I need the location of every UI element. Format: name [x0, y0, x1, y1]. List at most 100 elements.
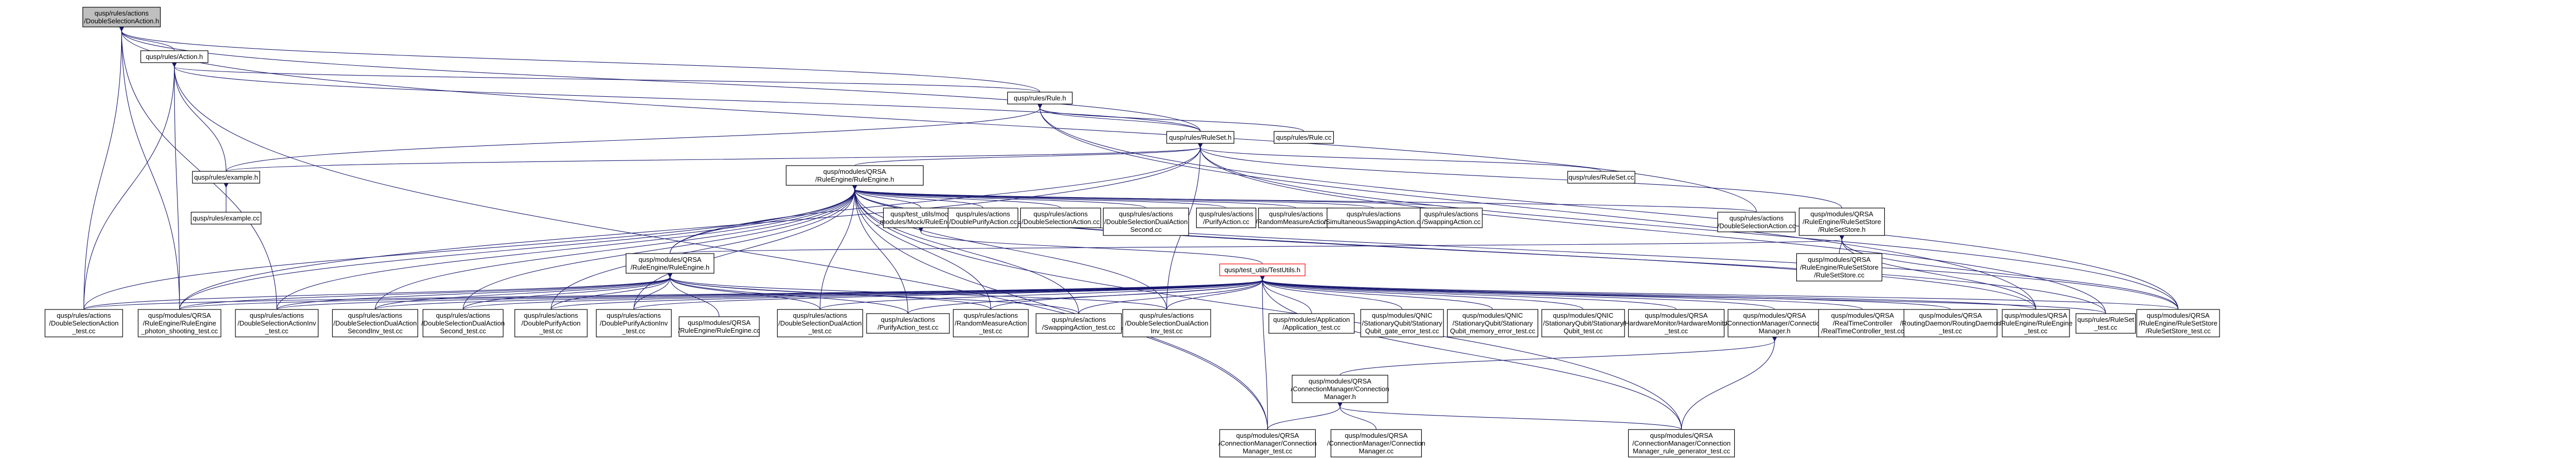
node-n7[interactable]: qusp/modules/QRSA/RuleEngine/RuleEngine.…: [785, 165, 924, 186]
node-label: qusp/modules/QRSA: [148, 312, 211, 319]
node-label: qusp/rules/actions: [1199, 210, 1254, 218]
node-n33[interactable]: qusp/rules/actions/SwappingAction_test.c…: [1035, 313, 1122, 334]
node-label: /DoublePurifyAction: [522, 319, 580, 327]
node-box: [1268, 313, 1355, 334]
edge-n0-n1: [122, 31, 175, 51]
node-n45[interactable]: qusp/modules/QRSA/RuleEngine/RuleSetStor…: [2136, 309, 2220, 337]
node-n29[interactable]: qusp/modules/QRSA/RuleEngine/RuleEngine.…: [678, 316, 761, 337]
edge-n7-n12: [855, 189, 1146, 209]
node-n13[interactable]: qusp/rules/actions/PurifyAction.cc: [1196, 208, 1257, 228]
node-box: [235, 309, 319, 337]
node-n20[interactable]: qusp/modules/QRSA/RuleEngine/RuleEngine.…: [626, 253, 714, 274]
node-label: qusp/test_utils/mock: [890, 210, 951, 218]
node-label: qusp/rules/actions: [57, 312, 111, 319]
edge-n21-n37: [1262, 280, 1493, 310]
edge-n0-n22: [83, 31, 122, 310]
node-n27[interactable]: qusp/rules/actions/DoublePurifyAction_te…: [514, 309, 588, 337]
node-label: qusp/rules/actions: [1424, 210, 1479, 218]
node-label: qusp/rules/actions: [1730, 214, 1784, 222]
node-n40[interactable]: qusp/modules/QRSA/ConnectionManager/Conn…: [1725, 309, 1824, 337]
node-n4[interactable]: qusp/rules/Rule.cc: [1273, 131, 1334, 144]
edge-n20-n26: [463, 277, 670, 310]
edge-n21-n40: [1262, 280, 1775, 310]
node-n18[interactable]: qusp/modules/QRSA/RuleEngine/RuleSetStor…: [1798, 208, 1885, 236]
node-box: [1327, 208, 1421, 228]
node-label: _test.cc: [979, 327, 1003, 335]
node-label: /StationaryQubit/Stationary: [1543, 319, 1624, 327]
node-label: /RuleSetStore_test.cc: [2146, 327, 2211, 335]
node-n3[interactable]: qusp/rules/RuleSet.h: [1166, 131, 1234, 144]
node-label: qusp/modules/QRSA: [1810, 210, 1873, 218]
node-n9[interactable]: qusp/test_utils/mock_modules/Mock/RuleEn…: [876, 208, 966, 228]
node-label: /RuleEngine/RuleSetStore: [2139, 319, 2217, 327]
node-n26[interactable]: qusp/rules/actions/DoubleSelectionDualAc…: [421, 309, 505, 337]
node-label: Manager.h: [1759, 327, 1790, 335]
node-n24[interactable]: qusp/rules/actions/DoubleSelectionAction…: [235, 309, 319, 337]
edge-n21-n41: [1262, 280, 1863, 310]
node-label: /RuleEngine/RuleEngine.h: [815, 175, 895, 183]
node-label: /ConnectionManager/Connection: [1632, 439, 1731, 447]
node-n11[interactable]: qusp/rules/actions/DoubleSelectionAction…: [1020, 208, 1101, 228]
node-n30[interactable]: qusp/rules/actions/DoubleSelectionDualAc…: [777, 309, 863, 337]
node-n38[interactable]: qusp/modules/QNIC/StationaryQubit/Statio…: [1541, 309, 1625, 337]
node-label: /ConnectionManager/Connection: [1291, 385, 1389, 393]
node-label: /DoubleSelectionAction.cc: [1021, 218, 1100, 226]
node-n5[interactable]: qusp/rules/example.h: [192, 171, 260, 184]
node-n41[interactable]: qusp/modules/QRSA/RealTimeController/Rea…: [1818, 309, 1907, 337]
node-box: [1798, 208, 1885, 236]
node-n17[interactable]: qusp/rules/actions/DoubleSelectionAction…: [1717, 212, 1796, 232]
node-n0[interactable]: qusp/rules/actions/DoubleSelectionAction…: [82, 7, 161, 27]
node-n22[interactable]: qusp/rules/actions/DoubleSelectionAction…: [44, 309, 123, 337]
node-n47[interactable]: qusp/modules/QRSA/ConnectionManager/Conn…: [1218, 429, 1317, 457]
node-label: /DoubleSelectionAction.h: [84, 17, 159, 25]
edge-n7-n9: [855, 189, 921, 209]
node-box: [883, 208, 959, 228]
node-n1[interactable]: qusp/rules/Action.h: [140, 50, 209, 63]
node-label: /RandomMeasureAction.cc: [1256, 218, 1337, 226]
node-n6[interactable]: qusp/rules/example.cc: [190, 212, 262, 225]
node-n36[interactable]: qusp/modules/QNIC/StationaryQubit/Statio…: [1360, 309, 1444, 337]
node-n48[interactable]: qusp/modules/QRSA/ConnectionManager/Conn…: [1327, 429, 1425, 457]
node-n34[interactable]: qusp/rules/actions/DoubleSelectionDualAc…: [1122, 309, 1211, 337]
node-label: /RuleEngine/RuleSetStore: [1800, 263, 1879, 271]
node-n2[interactable]: qusp/rules/Rule.h: [1007, 92, 1073, 105]
node-n23[interactable]: qusp/modules/QRSA/RuleEngine/RuleEngine_…: [138, 309, 221, 337]
edge-n21-n25: [375, 280, 1262, 310]
edge-n3-n8: [1200, 147, 1602, 172]
node-label: /DoubleSelectionDualAction: [778, 319, 861, 327]
node-n21[interactable]: qusp/test_utils/TestUtils.h: [1219, 263, 1306, 276]
node-box: [2075, 313, 2136, 334]
node-n35[interactable]: qusp/modules/Application/Application_tes…: [1268, 313, 1355, 334]
edge-n2-n45: [1040, 108, 2179, 310]
node-n32[interactable]: qusp/rules/actions/RandomMeasureAction_t…: [952, 309, 1029, 337]
node-label: qusp/modules/QRSA: [1645, 312, 1708, 319]
node-n16[interactable]: qusp/rules/actions/SwappingAction.cc: [1420, 208, 1483, 228]
node-n39[interactable]: qusp/modules/QRSA/HardwareMonitor/Hardwa…: [1623, 309, 1730, 337]
edge-n3-n18: [1200, 147, 1842, 209]
node-box: [952, 309, 1029, 337]
node-n44[interactable]: qusp/rules/RuleSet_test.cc: [2075, 313, 2136, 334]
node-n8[interactable]: qusp/rules/RuleSet.cc: [1567, 171, 1635, 184]
node-n15[interactable]: qusp/rules/actions/SimultaneousSwappingA…: [1324, 208, 1424, 228]
node-n10[interactable]: qusp/rules/actions/DoublePurifyAction.cc: [947, 208, 1019, 228]
node-n43[interactable]: qusp/modules/QRSA/RuleEngine/RuleEngine_…: [1999, 309, 2073, 337]
node-label: qusp/rules/actions: [436, 312, 490, 319]
node-n31[interactable]: qusp/rules/actions/PurifyAction_test.cc: [866, 313, 950, 334]
node-n19[interactable]: qusp/modules/QRSA/RuleEngine/RuleSetStor…: [1796, 253, 1883, 282]
node-n28[interactable]: qusp/rules/actions/DoublePurifyActionInv…: [595, 309, 672, 337]
node-n46[interactable]: qusp/modules/QRSA/ConnectionManager/Conn…: [1291, 375, 1389, 403]
edge-n18-n45: [1842, 240, 2179, 310]
node-label: /SimultaneousSwappingAction.cc: [1324, 218, 1424, 226]
node-n12[interactable]: qusp/rules/actions/DoubleSelectionDualAc…: [1103, 208, 1189, 236]
node-n37[interactable]: qusp/modules/QNIC/StationaryQubit/Statio…: [1447, 309, 1539, 337]
node-n14[interactable]: qusp/rules/actions/RandomMeasureAction.c…: [1256, 208, 1337, 228]
node-label: /RandomMeasureAction: [955, 319, 1026, 327]
node-label: qusp/modules/QRSA: [2147, 312, 2210, 319]
node-box: [626, 253, 714, 274]
node-n49[interactable]: qusp/modules/QRSA/ConnectionManager/Conn…: [1628, 429, 1735, 457]
node-box: [190, 212, 262, 225]
node-box: [947, 208, 1019, 228]
edge-n2-n4: [1040, 108, 1304, 132]
node-n25[interactable]: qusp/rules/actions/DoubleSelectionDualAc…: [332, 309, 419, 337]
node-n42[interactable]: qusp/modules/QRSA/RoutingDaemon/RoutingD…: [1900, 309, 2001, 337]
